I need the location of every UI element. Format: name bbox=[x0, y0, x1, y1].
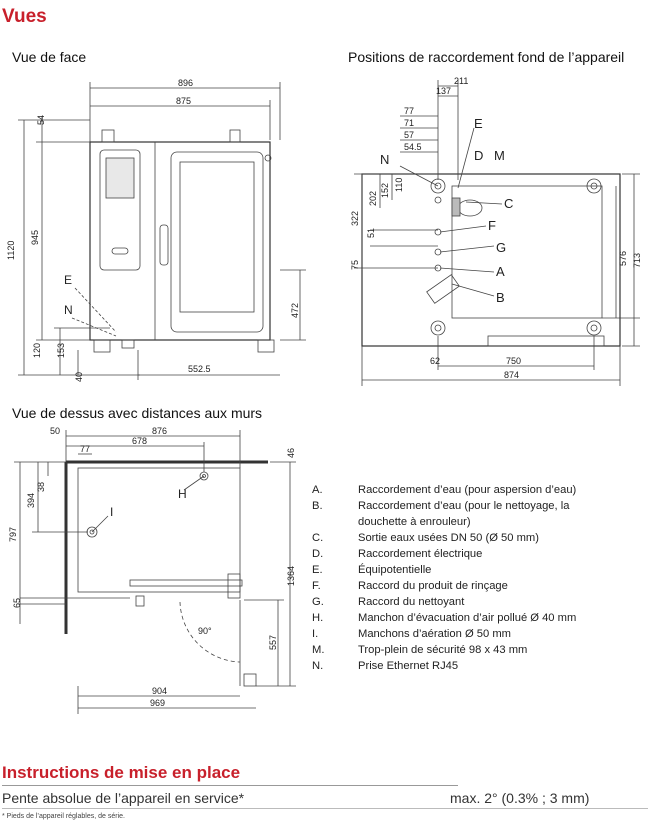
label-bottom-N: N bbox=[380, 152, 389, 167]
connection-legend: A.Raccordement d’eau (pour aspersion d’e… bbox=[312, 482, 598, 674]
legend-item-C: C.Sortie eaux usées DN 50 (Ø 50 mm) bbox=[312, 532, 539, 544]
dim-896: 896 bbox=[178, 78, 193, 88]
label-top-H: H bbox=[178, 487, 187, 501]
dim-75: 75 bbox=[350, 260, 360, 270]
label-bottom-D: D bbox=[474, 148, 483, 163]
label-bottom-F: F bbox=[488, 218, 496, 233]
dim-77-top: 77 bbox=[80, 444, 90, 454]
dim-38: 38 bbox=[36, 482, 46, 492]
legend-item-M: M.Trop-plein de sécurité 98 x 43 mm bbox=[312, 644, 528, 656]
dim-202: 202 bbox=[368, 191, 378, 206]
dim-51-right: 51 bbox=[644, 150, 645, 160]
dim-472: 472 bbox=[290, 303, 300, 318]
legend-item-D: D.Raccordement électrique bbox=[312, 548, 483, 560]
dim-876: 876 bbox=[152, 426, 167, 436]
dim-713: 713 bbox=[632, 253, 642, 268]
legend-item-H: H.Manchon d’évacuation d’air pollué Ø 40… bbox=[312, 612, 577, 624]
label-bottom-B: B bbox=[496, 290, 505, 305]
legend-item-F: F.Raccord du produit de rinçage bbox=[312, 580, 508, 592]
label-bottom-A: A bbox=[496, 264, 505, 279]
angle-90: 90° bbox=[198, 626, 212, 636]
dim-969: 969 bbox=[150, 698, 165, 708]
label-E: E bbox=[64, 273, 72, 287]
dim-394: 394 bbox=[26, 493, 36, 508]
label-N: N bbox=[64, 303, 73, 317]
front-view-title: Vue de face bbox=[12, 49, 87, 65]
dim-874: 874 bbox=[504, 370, 519, 380]
legend-item-N: N.Prise Ethernet RJ45 bbox=[312, 660, 459, 672]
dim-71: 71 bbox=[404, 118, 414, 128]
label-bottom-G: G bbox=[496, 240, 506, 255]
dim-54: 54 bbox=[36, 115, 46, 125]
install-row-value: max. 2° (0.3% ; 3 mm) bbox=[450, 790, 590, 806]
dim-153: 153 bbox=[56, 343, 66, 358]
top-view-title: Vue de dessus avec distances aux murs bbox=[12, 405, 263, 421]
legend-item-A: A.Raccordement d’eau (pour aspersion d’e… bbox=[312, 484, 577, 496]
dim-40: 40 bbox=[74, 372, 84, 382]
dim-904: 904 bbox=[152, 686, 167, 696]
legend-item-B: B.Raccordement d’eau (pour le nettoyage,… bbox=[312, 500, 570, 528]
label-top-I: I bbox=[110, 505, 113, 519]
install-section-title: Instructions de mise en place bbox=[2, 763, 241, 782]
dim-1120: 1120 bbox=[6, 241, 16, 260]
install-row-label: Pente absolue de l’appareil en service* bbox=[2, 790, 245, 806]
legend-item-G: G.Raccord du nettoyant bbox=[312, 596, 465, 608]
dim-576: 576 bbox=[618, 251, 628, 266]
dim-322: 322 bbox=[350, 211, 360, 226]
dim-137: 137 bbox=[436, 86, 451, 96]
front-view-drawing: 896 875 1120 945 54 472 120 153 40 552.5… bbox=[6, 78, 306, 382]
install-row-divider bbox=[2, 808, 648, 809]
dim-945: 945 bbox=[30, 230, 40, 245]
bottom-view-title: Positions de raccordement fond de l’appa… bbox=[348, 49, 625, 65]
legend-item-E: E.Équipotentielle bbox=[312, 564, 432, 576]
dim-750: 750 bbox=[506, 356, 521, 366]
legend-item-I: I.Manchons d’aération Ø 50 mm bbox=[312, 628, 511, 640]
dim-678: 678 bbox=[132, 436, 147, 446]
dim-57: 57 bbox=[404, 130, 414, 140]
label-bottom-M: M bbox=[494, 148, 505, 163]
label-bottom-E: E bbox=[474, 116, 483, 131]
label-bottom-C: C bbox=[504, 196, 513, 211]
install-footnote: * Pieds de l’appareil réglables, de séri… bbox=[2, 813, 125, 820]
dim-77: 77 bbox=[404, 106, 414, 116]
dim-552-5: 552.5 bbox=[188, 364, 211, 374]
dim-65: 65 bbox=[12, 598, 22, 608]
dim-110: 110 bbox=[394, 178, 404, 192]
dim-557: 557 bbox=[268, 635, 278, 650]
dim-797: 797 bbox=[8, 527, 18, 542]
dim-211: 211 bbox=[454, 76, 468, 86]
dim-1364: 1364 bbox=[286, 566, 296, 586]
dim-152: 152 bbox=[380, 183, 390, 198]
dim-50: 50 bbox=[50, 426, 60, 436]
section-title-views: Vues bbox=[2, 6, 47, 27]
top-view-drawing: 50 876 678 77 46 38 394 797 1364 65 557 … bbox=[8, 426, 296, 714]
dim-62: 62 bbox=[430, 356, 440, 366]
dim-51-left: 51 bbox=[366, 228, 376, 238]
dim-54-5: 54.5 bbox=[404, 142, 422, 152]
install-divider bbox=[2, 785, 458, 786]
dim-875: 875 bbox=[176, 96, 191, 106]
dim-120: 120 bbox=[32, 343, 42, 358]
dim-46: 46 bbox=[286, 448, 296, 458]
bottom-view-drawing: 211 137 77 71 57 54.5 110 152 202 322 51… bbox=[350, 76, 645, 386]
